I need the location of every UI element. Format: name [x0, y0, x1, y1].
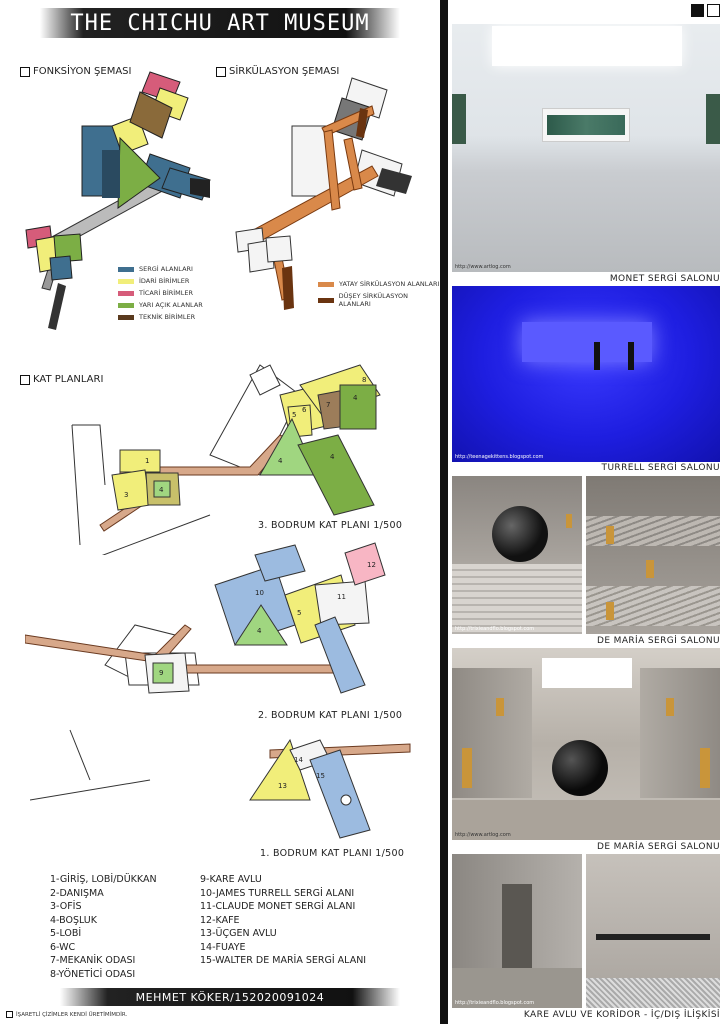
- floor-plans-label: KAT PLANLARI: [20, 374, 103, 385]
- room-number-4c: 4: [278, 457, 283, 465]
- room-number-15: 15: [316, 772, 325, 780]
- room-number-4e: 4: [257, 627, 262, 635]
- room-number-8: 8: [362, 376, 366, 384]
- photo-caption: MONET SERGİ SALONU: [609, 274, 720, 284]
- photo-monet-room: http://www.artlog.com: [452, 24, 720, 272]
- list-item: 13-ÜÇGEN AVLU: [200, 928, 277, 939]
- legend-swatch: [118, 266, 134, 272]
- circulation-scheme-diagram: [235, 77, 412, 310]
- room-number-7: 7: [326, 401, 330, 409]
- room-number-6: 6: [302, 406, 307, 414]
- room-number-4d: 4: [330, 453, 335, 461]
- basement-1-plan-label: 1. BODRUM KAT PLANI 1/500: [260, 848, 405, 859]
- room-number-5: 5: [292, 411, 296, 419]
- list-item: 8-YÖNETİCİ ODASI: [50, 968, 136, 980]
- list-item: 5-LOBİ: [50, 928, 82, 939]
- list-item: 11-CLAUDE MONET SERGİ ALANI: [200, 901, 356, 912]
- basement-1-plan: 13 14 15: [30, 729, 411, 839]
- legend-swatch: [118, 290, 134, 296]
- divider-bar: [440, 0, 448, 1024]
- frame: [542, 108, 630, 142]
- list-item: 1-GİRİŞ, LOBİ/DÜKKAN: [50, 874, 157, 885]
- photo-square-courtyard: [586, 854, 720, 1008]
- function-scheme-label: FONKSİYON ŞEMASI: [20, 66, 131, 77]
- room-number-12: 12: [367, 561, 376, 569]
- photo-credit: http://www.artlog.com: [455, 832, 511, 838]
- room-number-4: 4: [159, 486, 164, 494]
- photo-credit: http://trixieandflo.blogspot.com: [455, 1000, 535, 1006]
- checkbox-icon: [6, 1011, 13, 1018]
- photo-credit: http://www.artlog.com: [455, 264, 511, 270]
- list-item: 6-WC: [50, 941, 76, 953]
- list-item: 10-JAMES TURRELL SERGİ ALANI: [200, 887, 355, 899]
- list-item: 9-KARE AVLU: [200, 874, 262, 885]
- left-panel: THE CHICHU ART MUSEUM FONKSİYON ŞEMASI: [6, 8, 440, 1018]
- basement-2-plan-label: 2. BODRUM KAT PLANI 1/500: [258, 710, 403, 721]
- list-item: 2-DANIŞMA: [50, 887, 104, 899]
- room-number-14: 14: [294, 756, 303, 764]
- checkbox-icon: [20, 374, 30, 385]
- photo-credit: http://trixieandflo.blogspot.com: [455, 626, 535, 632]
- function-scheme-diagram: [25, 71, 211, 330]
- photo-square-courtyard-corridor: http://trixieandflo.blogspot.com: [452, 854, 582, 1008]
- room-list-left: 1-GİRİŞ, LOBİ/DÜKKAN 2-DANIŞMA 3-OFİS 4-…: [50, 873, 157, 981]
- photo-de-maria-stairs: http://trixieandflo.blogspot.com: [452, 476, 582, 634]
- legend-item: SERGİ ALANLARI: [118, 265, 203, 273]
- room-number-5b: 5: [297, 609, 301, 617]
- legend-swatch: [118, 278, 134, 284]
- legend-item: YARI AÇIK ALANLAR: [118, 301, 203, 309]
- room-number-10: 10: [255, 589, 264, 597]
- list-item: 3-OFİS: [50, 901, 82, 912]
- room-number-13: 13: [278, 782, 287, 790]
- photo-caption: DE MARİA SERGİ SALONU: [596, 842, 720, 852]
- photo-caption: KARE AVLU VE KORİDOR - İÇ/DIŞ İLİŞKİSİ: [523, 1010, 720, 1020]
- photo-de-maria-stairs-2: [586, 476, 720, 634]
- author-credit: MEHMET KÖKER/152020091024: [60, 988, 400, 1006]
- page-title: THE CHICHU ART MUSEUM: [40, 8, 400, 38]
- legend-item: DÜŞEY SİRKÜLASYON ALANLARI: [318, 292, 440, 308]
- basement-3-plan: 1 3 4 8 7 4 5 6 4 4: [71, 364, 381, 555]
- checkbox-icon: [20, 66, 30, 77]
- list-item: 7-MEKANİK ODASI: [50, 955, 136, 966]
- legend-swatch: [318, 297, 334, 303]
- legend-item: YATAY SİRKÜLASYON ALANLARI: [318, 280, 440, 288]
- footnote: İŞARETLİ ÇİZİMLER KENDİ ÜRETİMİMDİR.: [6, 1011, 127, 1018]
- corner-marks: [691, 4, 720, 17]
- room-number-11: 11: [337, 593, 346, 601]
- room-number-1: 1: [145, 457, 149, 465]
- basement-3-plan-label: 3. BODRUM KAT PLANI 1/500: [258, 520, 403, 531]
- circulation-scheme-label: SİRKÜLASYON ŞEMASI: [216, 66, 339, 77]
- list-item: 12-KAFE: [200, 914, 240, 926]
- legend-item: TEKNİK BİRİMLER: [118, 313, 203, 321]
- room-number-3: 3: [124, 491, 128, 499]
- legend-item: İDARİ BİRİMLER: [118, 277, 203, 285]
- photo-de-maria-hall: http://www.artlog.com: [452, 648, 720, 840]
- legend-swatch: [118, 314, 134, 320]
- list-item: 15-WALTER DE MARİA SERGİ ALANI: [200, 955, 367, 966]
- photo-caption: DE MARİA SERGİ SALONU: [596, 636, 720, 646]
- list-item: 4-BOŞLUK: [50, 914, 97, 926]
- square-icon: [707, 4, 720, 17]
- circulation-legend: YATAY SİRKÜLASYON ALANLARI DÜŞEY SİRKÜLA…: [318, 280, 440, 312]
- list-item: 14-FUAYE: [200, 941, 246, 953]
- room-number-4b: 4: [353, 394, 358, 402]
- checkbox-icon: [216, 66, 226, 77]
- photo-turrell-room: http://teenagekittens.blogspot.com: [452, 286, 720, 462]
- legend-swatch: [118, 302, 134, 308]
- function-legend: SERGİ ALANLARI İDARİ BİRİMLER TİCARİ BİR…: [118, 265, 203, 325]
- room-list-right: 9-KARE AVLU 10-JAMES TURRELL SERGİ ALANI…: [200, 873, 366, 968]
- square-icon: [691, 4, 704, 17]
- legend-swatch: [318, 281, 334, 287]
- skylight: [492, 26, 682, 66]
- photo-credit: http://teenagekittens.blogspot.com: [455, 454, 544, 460]
- photo-column: http://www.artlog.com MONET SERGİ SALONU…: [448, 0, 726, 1024]
- photo-caption: TURRELL SERGİ SALONU: [601, 463, 720, 473]
- room-number-9: 9: [159, 669, 163, 677]
- basement-2-plan: 10 5 11 12 4 9: [25, 542, 386, 694]
- legend-item: TİCARİ BİRİMLER: [118, 289, 203, 297]
